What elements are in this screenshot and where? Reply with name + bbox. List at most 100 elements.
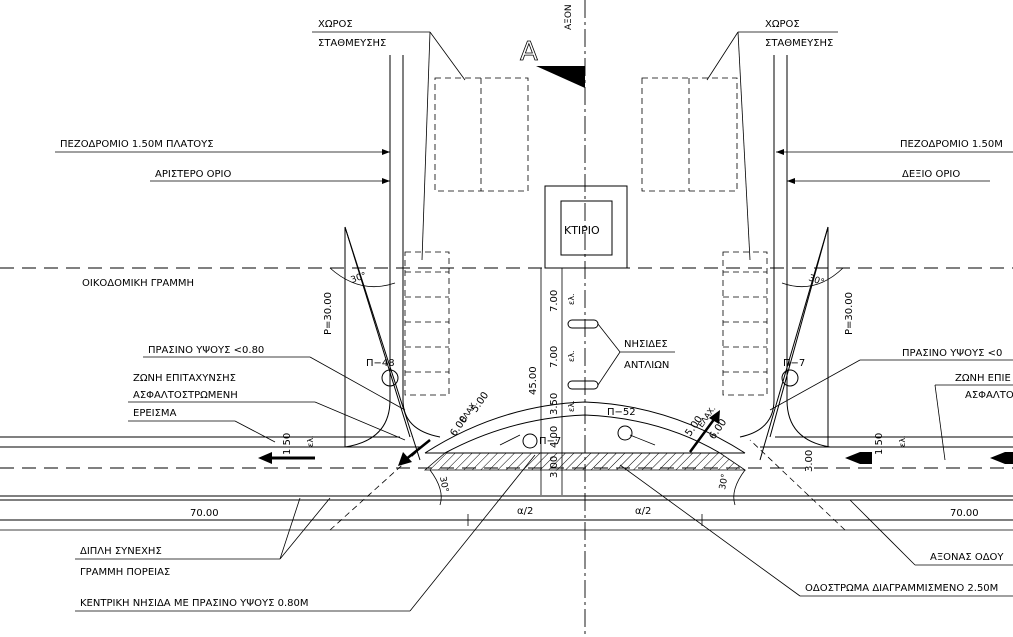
parking-left-label-1: ΧΩΡΟΣ — [318, 19, 353, 30]
green-right-leader — [769, 359, 861, 411]
taper-dash-left — [329, 439, 431, 531]
sidewalk-right-label: ΠΕΖΟΔΡΟΜΙΟ 1.50Μ — [900, 139, 1003, 150]
section-mark: A — [520, 37, 538, 67]
asphalt-right: ΑΣΦΑΛΤΟ — [965, 390, 1013, 401]
axis-top-label: ΑΞΟΝ — [564, 4, 574, 30]
dim-el-3: ελ. — [567, 400, 576, 412]
leader-arrow — [787, 178, 795, 184]
parking-left-label-2: ΣΤΑΘΜΕΥΣΗΣ — [318, 38, 386, 49]
half-a-right: α/2 — [635, 506, 651, 517]
stall-column-right-box — [722, 251, 768, 396]
dim-400: 4.00 — [549, 426, 560, 448]
point-p52: Π−52 — [607, 407, 636, 418]
radius-right-label: P=30.00 — [844, 292, 855, 335]
pump-label-1: ΝΗΣΙΔΕΣ — [624, 339, 668, 350]
dim-7000-left: 70.00 — [190, 508, 219, 519]
point-p7-center-marker — [522, 433, 538, 449]
right-boundary-label: ΔΕΞΙΟ ΟΡΙΟ — [902, 169, 960, 180]
island-curve-inner — [444, 414, 721, 454]
parking-right — [641, 77, 738, 192]
dim-el-right: ελ. — [898, 435, 907, 447]
traffic-arrow-diag-right — [688, 410, 720, 453]
marked-pavement-hatch — [423, 452, 747, 471]
point-p7-right-marker — [781, 369, 799, 387]
leader-arrow — [776, 149, 784, 155]
left-curb-curve-2 — [344, 399, 391, 448]
dim-el-1: ελ. — [567, 293, 576, 305]
parking-left-leader-2 — [421, 31, 431, 261]
dim-700-a: 7.00 — [549, 290, 560, 312]
parking-left-leader-1 — [429, 31, 466, 81]
accel-left-leader — [314, 401, 406, 441]
traffic-arrow-right — [845, 452, 872, 464]
central-island-label: ΚΕΝΤΡΙΚΗ ΝΗΣΙΔΑ ΜΕ ΠΡΑΣΙΝΟ ΥΨΟΥΣ 0.80Μ — [80, 598, 309, 609]
green-left-leader — [309, 356, 406, 411]
traffic-arrow-diag-left — [398, 439, 431, 466]
dim-700-b: 7.00 — [549, 346, 560, 368]
stall-column-left — [404, 251, 450, 396]
stall-column-right — [722, 251, 768, 396]
parking-right-label-2: ΣΤΑΘΜΕΥΣΗΣ — [765, 38, 833, 49]
double-line-label-2: ΓΡΑΜΜΗ ΠΟΡΕΙΑΣ — [80, 567, 170, 578]
traffic-arrow-right-2 — [990, 452, 1013, 464]
leader-arrow — [382, 178, 390, 184]
central-island-leader — [409, 454, 536, 612]
road-axis-label: ΑΞΟΝΑΣ ΟΔΟΥ — [930, 552, 1004, 563]
stall-column-left-box — [404, 251, 450, 396]
marked-pavement-label: ΟΔΟΣΤΡΩΜΑ ΔΙΑΓΡΑΜΜΙΣΜΕΝΟ 2.50Μ — [805, 583, 998, 594]
traffic-arrow-left — [258, 452, 315, 464]
sight-line-left-2 — [344, 226, 411, 438]
building-line-label: ΟΙΚΟΔΟΜΙΚΗ ΓΡΑΜΜΗ — [82, 278, 194, 289]
parking-left — [434, 77, 529, 192]
accel-zone-left: ΖΩΝΗ ΕΠΙΤΑΧΥΝΣΗΣ — [133, 373, 236, 384]
sight-line-right — [759, 226, 829, 461]
pump-island-1 — [567, 319, 599, 329]
radius-left-label: P=30.00 — [323, 292, 334, 335]
left-curb-curve — [402, 399, 441, 438]
shoulder-label: ΕΡΕΙΣΜΑ — [133, 408, 177, 419]
building-label: ΚΤΙΡΙΟ — [564, 224, 600, 237]
parking-right-label-1: ΧΩΡΟΣ — [765, 19, 800, 30]
angle-arc-top-left — [329, 267, 396, 288]
point-p7-center: Π−7 — [539, 436, 561, 447]
double-line-leader-2 — [279, 497, 301, 560]
shoulder-leader — [234, 420, 276, 443]
angle-top-left-label: 30° — [350, 271, 368, 286]
dim-350: 3.50 — [549, 393, 560, 415]
left-boundary-label: ΑΡΙΣΤΕΡΟ ΟΡΙΟ — [155, 169, 231, 180]
pump-label-2: ΑΝΤΛΙΩΝ — [624, 360, 669, 371]
dim-150-left: 1.50 — [282, 433, 293, 455]
parking-right-leader-1 — [706, 31, 739, 81]
double-line-label-1: ΔΙΠΛΗ ΣΥΝΕΧΗΣ — [80, 546, 162, 557]
parking-box-right — [641, 77, 738, 192]
point-p7-right: Π−7 — [783, 358, 805, 369]
pump-island-2 — [567, 380, 599, 390]
angle-arc-top-right — [781, 267, 844, 288]
point-p52-marker — [617, 425, 633, 441]
dim-150-right: 1.50 — [874, 433, 885, 455]
dim-300-right: 3.00 — [804, 450, 815, 472]
double-line-leader-1 — [279, 497, 331, 560]
half-a-left: α/2 — [517, 506, 533, 517]
accel-right-leader — [934, 384, 946, 461]
island-curve-top — [424, 401, 746, 454]
right-curb-curve-2 — [786, 399, 831, 448]
building-inner — [560, 200, 613, 256]
road-axis-leader — [849, 499, 916, 566]
accel-zone-right: ΖΩΝΗ ΕΠΙΕ — [955, 373, 1011, 384]
angle-arc-bottom-right — [733, 469, 746, 506]
sidewalk-left-label: ΠΕΖΟΔΡΟΜΙΟ 1.50Μ ΠΛΑΤΟΥΣ — [60, 139, 214, 150]
pump-leader-1 — [597, 323, 621, 353]
dim-45-label: 45.00 — [528, 366, 539, 395]
angle-arc-bottom-left — [429, 469, 442, 506]
taper-dash-right — [749, 439, 846, 531]
section-arrow — [536, 66, 585, 88]
building-outer — [544, 185, 628, 269]
angle-bottom-right-label: 30° — [718, 473, 731, 490]
point-p48-marker — [381, 369, 399, 387]
angle-bottom-left-label: 30° — [437, 476, 450, 493]
parking-box-left — [434, 77, 529, 192]
green-height-right: ΠΡΑΣΙΝΟ ΥΨΟΥΣ <0 — [902, 348, 1002, 359]
